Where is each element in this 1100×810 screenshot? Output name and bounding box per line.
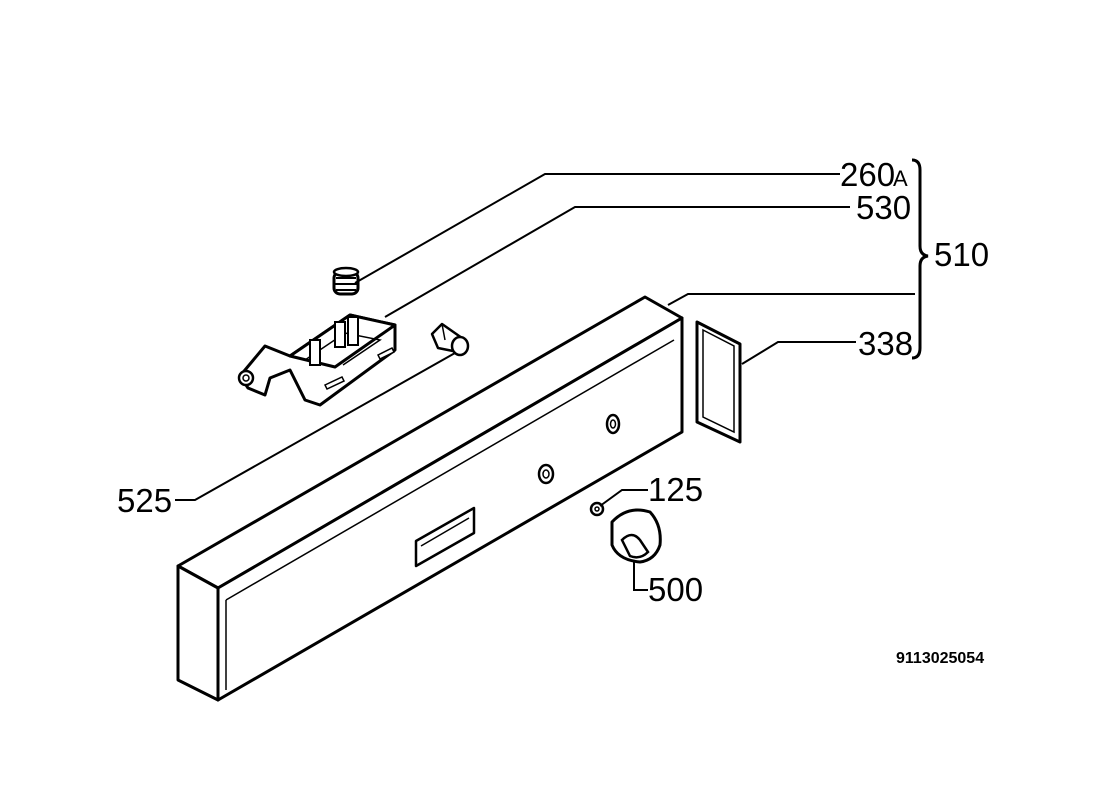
knob-hole-1 xyxy=(537,463,555,485)
label-500: 500 xyxy=(648,571,703,608)
label-125: 125 xyxy=(648,471,703,508)
control-panel xyxy=(176,295,684,702)
label-338: 338 xyxy=(858,325,913,362)
label-510: 510 xyxy=(934,236,989,273)
drawing-code: 9113025054 xyxy=(896,650,984,667)
knob-hole-2 xyxy=(605,413,621,435)
part-labels: 260 A 530 510 338 525 125 500 9113025054 xyxy=(117,156,989,667)
knob-500 xyxy=(610,508,662,564)
group-bracket-510 xyxy=(911,158,929,360)
end-cap-338 xyxy=(695,320,742,444)
display-window xyxy=(414,506,476,568)
bracket-530 xyxy=(237,313,397,407)
button-525 xyxy=(430,322,470,357)
leader-lines xyxy=(175,173,915,591)
label-530: 530 xyxy=(856,189,911,226)
label-525: 525 xyxy=(117,482,172,519)
spring-260a xyxy=(332,266,360,296)
label-260: 260 xyxy=(840,156,895,193)
label-260-suffix: A xyxy=(893,166,908,191)
